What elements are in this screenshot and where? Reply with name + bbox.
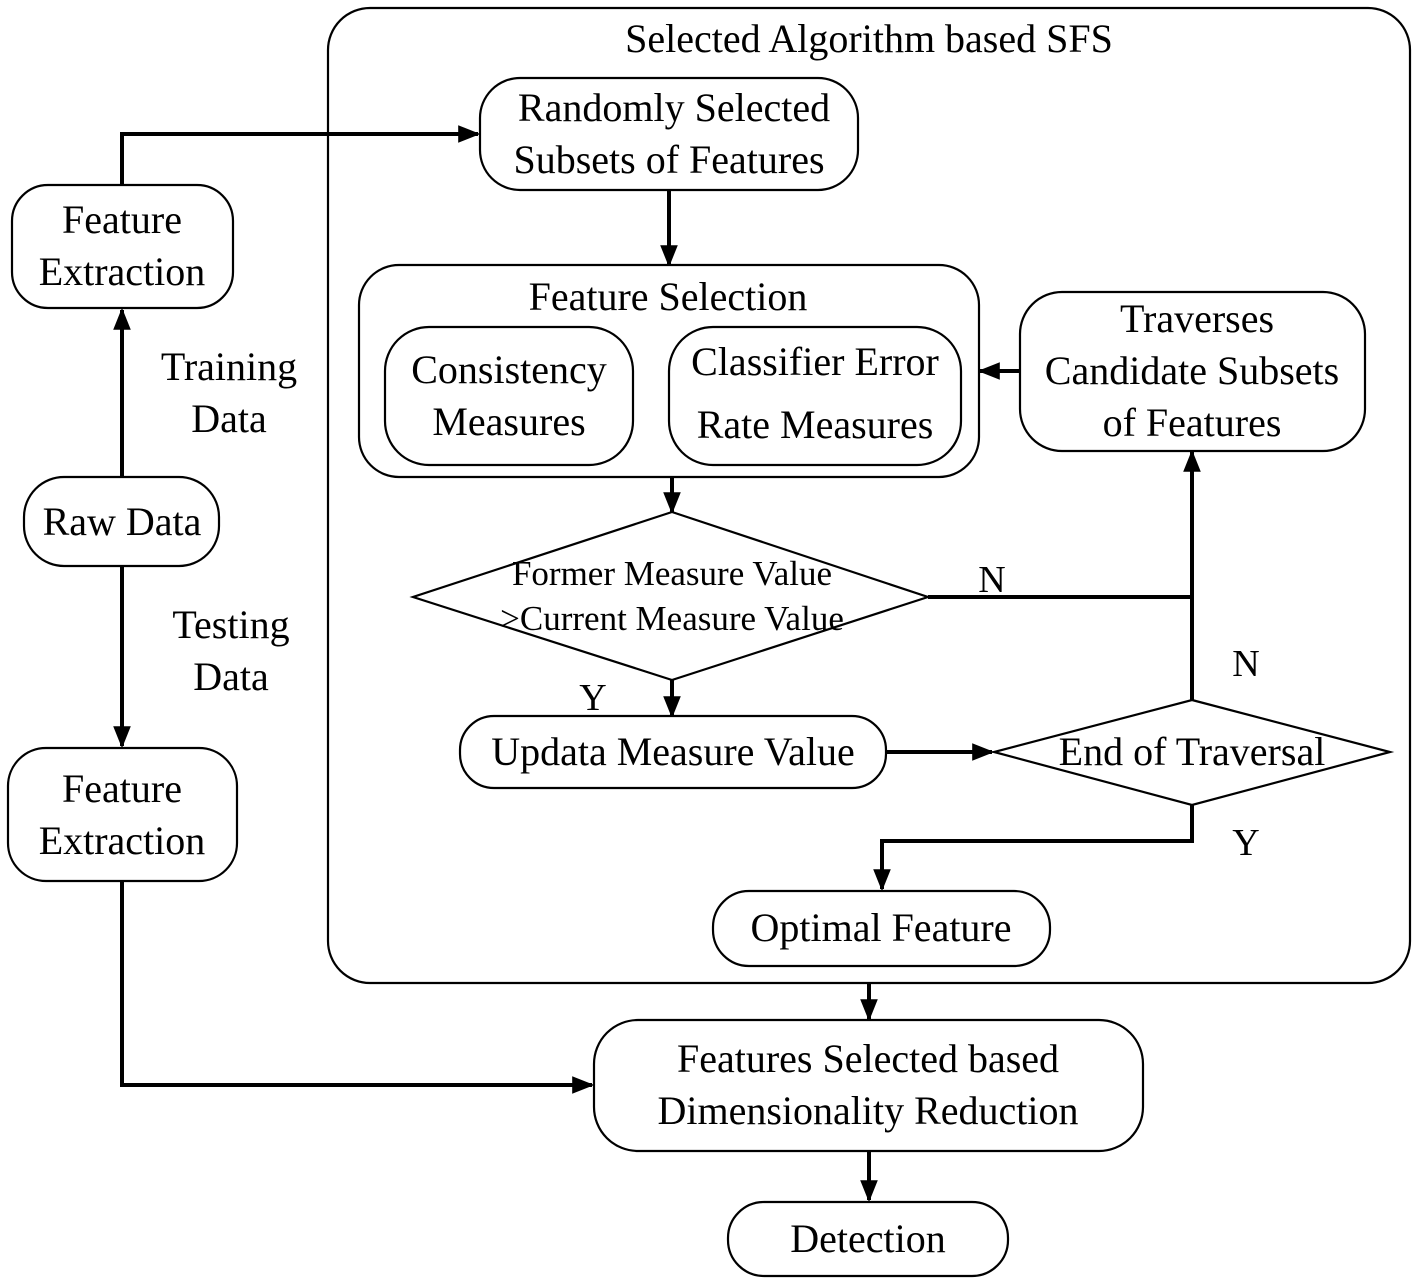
classifier-line1: Classifier Error — [691, 339, 939, 384]
testing-data-line2: Data — [193, 654, 269, 699]
random-subsets-node — [478, 76, 860, 192]
decision-measure-line2: >Current Measure Value — [500, 599, 844, 638]
random-subsets-line1: Randomly Selected — [518, 85, 830, 130]
feature-selection-title: Feature Selection — [529, 274, 808, 319]
detection-node — [726, 1200, 1010, 1278]
edge-end-to-optimal — [873, 805, 1194, 892]
edge-fe-bottom-to-dimred — [120, 882, 595, 1094]
raw-data-node — [22, 475, 221, 568]
feature-extraction-top-line1: Feature — [62, 197, 182, 242]
training-data-line2: Data — [191, 396, 267, 441]
traverses-line2: Candidate Subsets — [1045, 348, 1339, 393]
traverses-line3: of Features — [1103, 400, 1282, 445]
optimal-feature-label: Optimal Feature — [750, 905, 1011, 950]
traverses-line1: Traverses — [1120, 296, 1274, 341]
consistency-line2: Measures — [432, 399, 585, 444]
classifier-node — [667, 325, 963, 467]
edge-fe-top-to-random — [120, 125, 481, 185]
update-measure-node — [458, 714, 888, 790]
dim-reduction-line2: Dimensionality Reduction — [657, 1088, 1078, 1133]
traverses-node — [1018, 290, 1367, 453]
dim-reduction-line1: Features Selected based — [677, 1036, 1059, 1081]
consistency-node — [383, 325, 635, 467]
classifier-line2: Rate Measures — [697, 402, 934, 447]
random-subsets-line2: Subsets of Features — [513, 137, 824, 182]
decision-measure-node — [409, 510, 932, 682]
feature-extraction-top-line2: Extraction — [39, 249, 206, 294]
testing-data-line1: Testing — [172, 602, 289, 647]
feature-extraction-bottom-line2: Extraction — [39, 818, 206, 863]
sfs-container-title: Selected Algorithm based SFS — [625, 16, 1113, 61]
decision-measure-line1: Former Measure Value — [512, 554, 832, 593]
traversal-no-label: N — [1232, 643, 1259, 685]
end-traversal-node — [989, 698, 1395, 807]
consistency-line1: Consistency — [411, 347, 607, 392]
decision-yes-label: Y — [579, 677, 606, 719]
traversal-yes-label: Y — [1232, 822, 1259, 864]
end-traversal-label: End of Traversal — [1059, 729, 1326, 774]
optimal-feature-node — [711, 889, 1052, 968]
feature-extraction-top-node — [10, 183, 235, 310]
detection-label: Detection — [790, 1216, 946, 1261]
decision-no-label: N — [978, 559, 1005, 601]
dim-reduction-node — [592, 1018, 1145, 1153]
raw-data-label: Raw Data — [43, 499, 202, 544]
feature-extraction-bottom-node — [6, 746, 239, 883]
feature-extraction-bottom-line1: Feature — [62, 766, 182, 811]
training-data-line1: Training — [161, 344, 297, 389]
update-measure-label: Updata Measure Value — [491, 729, 855, 774]
